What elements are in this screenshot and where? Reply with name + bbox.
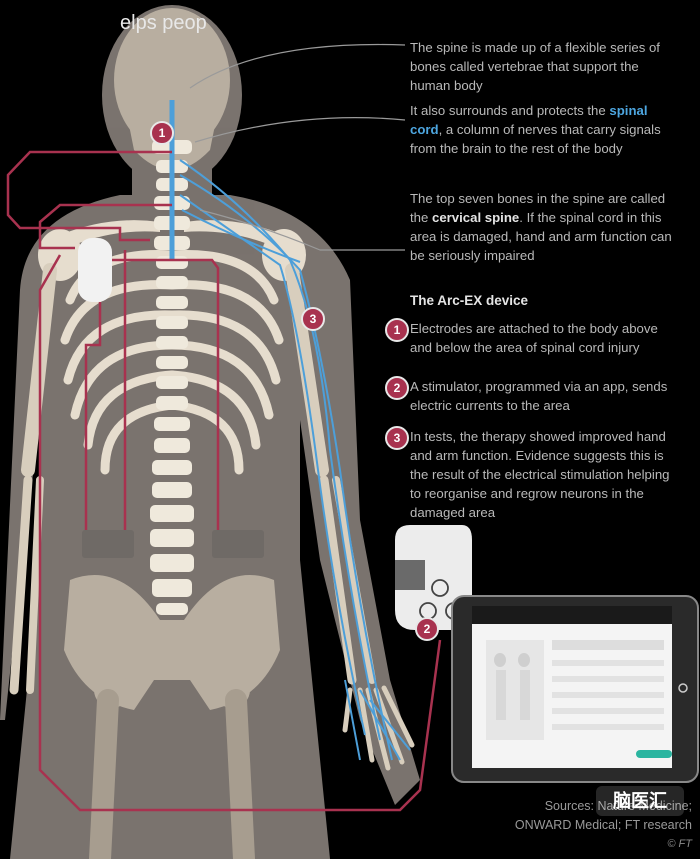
diagram-badge-electrodes: 1 <box>150 121 174 145</box>
tablet <box>451 595 699 783</box>
annotation-pointers <box>189 43 406 251</box>
cord-text-post: , a column of nerves that carry signals … <box>410 122 661 156</box>
cervical-text-pre: The top seven bones in the spine are cal… <box>410 191 666 225</box>
step-badge-3: 3 <box>385 426 409 450</box>
sources-line-2: ONWARD Medical; FT research <box>514 818 692 832</box>
ft-credit: © FT <box>667 838 692 850</box>
cord-text-pre: It also surrounds and protects the <box>410 103 610 118</box>
sources-line-1: Sources: Nature Medicine; <box>544 799 692 813</box>
step-text-1: Electrodes are attached to the body abov… <box>410 321 658 355</box>
diagram-badge-stimulator: 2 <box>415 617 439 641</box>
electrodes <box>78 238 264 558</box>
skull <box>114 8 230 170</box>
device-wires <box>6 150 442 812</box>
device-heading: The Arc-EX device <box>410 293 529 308</box>
diagram-badge-nerves: 3 <box>301 307 325 331</box>
step-badge-1: 1 <box>385 318 409 342</box>
ribcage <box>60 250 284 475</box>
spinal-cord-annotation: It also surrounds and protects the spina… <box>410 101 680 158</box>
leg-bones <box>89 689 255 859</box>
cord-highlight: spinal cord <box>410 103 648 137</box>
step-text-2: A stimulator, programmed via an app, sen… <box>410 379 668 413</box>
step-text-3: In tests, the therapy showed improved ha… <box>410 429 670 520</box>
watermark-logo: 脑医汇 <box>596 786 684 816</box>
headline-fragment: elps peop <box>120 12 207 34</box>
cervical-text-post: . If the spinal cord in this area is dam… <box>410 210 672 263</box>
spine-annotation: The spine is made up of a flexible serie… <box>410 40 660 93</box>
step-badge-2: 2 <box>385 376 409 400</box>
cervical-annotation: The top seven bones in the spine are cal… <box>410 189 680 265</box>
arm-nerves <box>179 159 411 761</box>
cervical-highlight: cervical spine <box>432 210 520 225</box>
arm-bones <box>9 263 376 695</box>
